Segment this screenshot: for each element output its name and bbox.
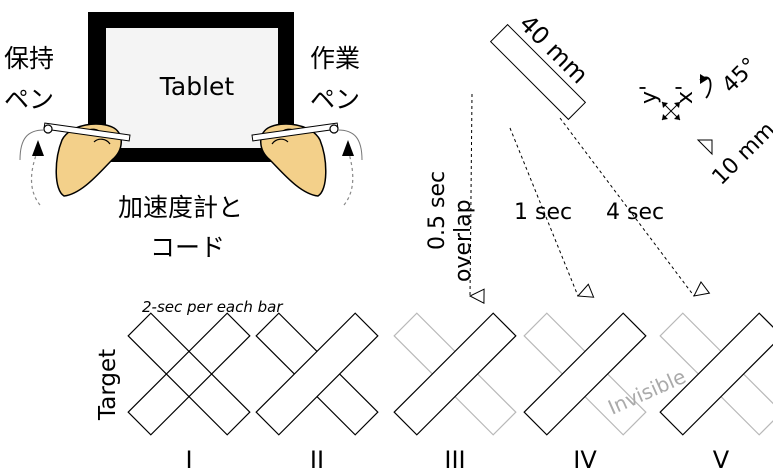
condition-label: III (444, 446, 465, 472)
second-bar (255, 312, 379, 436)
working-pen-label-1: 作業 (310, 44, 360, 73)
right-motion-arrow (343, 149, 354, 206)
second-bar (393, 312, 517, 436)
rotation-label: 45° (718, 53, 763, 98)
condition-label: II (310, 446, 324, 472)
right-hand-icon (251, 122, 363, 197)
overlap-arrow (468, 93, 485, 304)
target-cross (523, 312, 647, 436)
tablet-setup: Tablet 保持 ペン 作業 ペン 加速度計と コード (4, 12, 363, 262)
per-bar-label: 2-sec per each bar (142, 298, 283, 316)
second-bar (659, 312, 773, 436)
target-row (127, 312, 773, 436)
right-arrowhead-icon (342, 140, 354, 156)
four-sec-arrow (559, 117, 711, 297)
left-hand-icon (19, 122, 131, 197)
first-bar (127, 312, 251, 436)
tablet-screen (106, 28, 278, 148)
target-label: Target (95, 349, 121, 421)
condition-label: I (185, 446, 192, 472)
left-motion-arrow (30, 149, 41, 206)
holding-pen-label-2: ペン (4, 85, 54, 114)
one-sec-arrow (509, 127, 595, 298)
axes-icon (661, 74, 712, 121)
working-pen-label-2: ペン (310, 85, 360, 114)
second-bar (127, 312, 251, 436)
cable-label-1: 加速度計と (118, 193, 243, 222)
condition-label: IV (573, 446, 597, 472)
second-bar (523, 312, 647, 436)
scale-marker (696, 139, 713, 156)
tablet-label: Tablet (159, 72, 235, 101)
timing-diagram: 40 mm y' x' 45° 10 mm 0.5 sec overlap 1 … (425, 9, 773, 304)
target-cross (127, 312, 251, 436)
cable-label-2: コード (150, 233, 225, 262)
target-cross (255, 312, 379, 436)
holding-pen-label-1: 保持 (4, 44, 54, 73)
axis-y-label: y' (637, 85, 662, 104)
left-arrowhead-icon (32, 140, 44, 156)
condition-label: V (713, 446, 730, 472)
overlap-label-2: overlap (451, 199, 476, 282)
axis-x-label: x' (673, 85, 698, 104)
one-sec-label: 1 sec (514, 200, 572, 225)
overlap-label-1: 0.5 sec (425, 171, 450, 250)
scale-label: 10 mm (708, 118, 773, 191)
sample-bar (489, 23, 587, 121)
target-cross (659, 312, 773, 436)
four-sec-label: 4 sec (606, 200, 664, 225)
target-cross (393, 312, 517, 436)
